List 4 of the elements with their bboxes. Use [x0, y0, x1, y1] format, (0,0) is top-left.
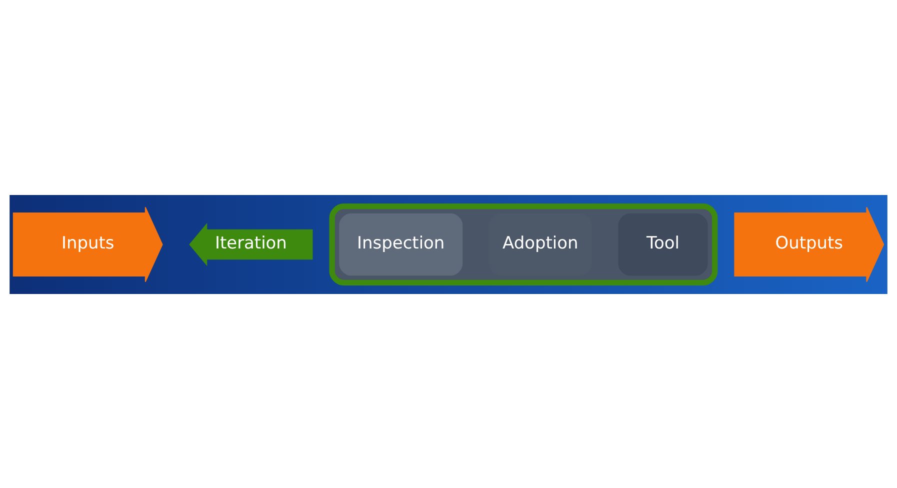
cluster [329, 202, 718, 286]
node-box: Inspection [339, 212, 463, 276]
node-box: Tool [618, 212, 708, 276]
node-text: Adoption [502, 233, 578, 254]
